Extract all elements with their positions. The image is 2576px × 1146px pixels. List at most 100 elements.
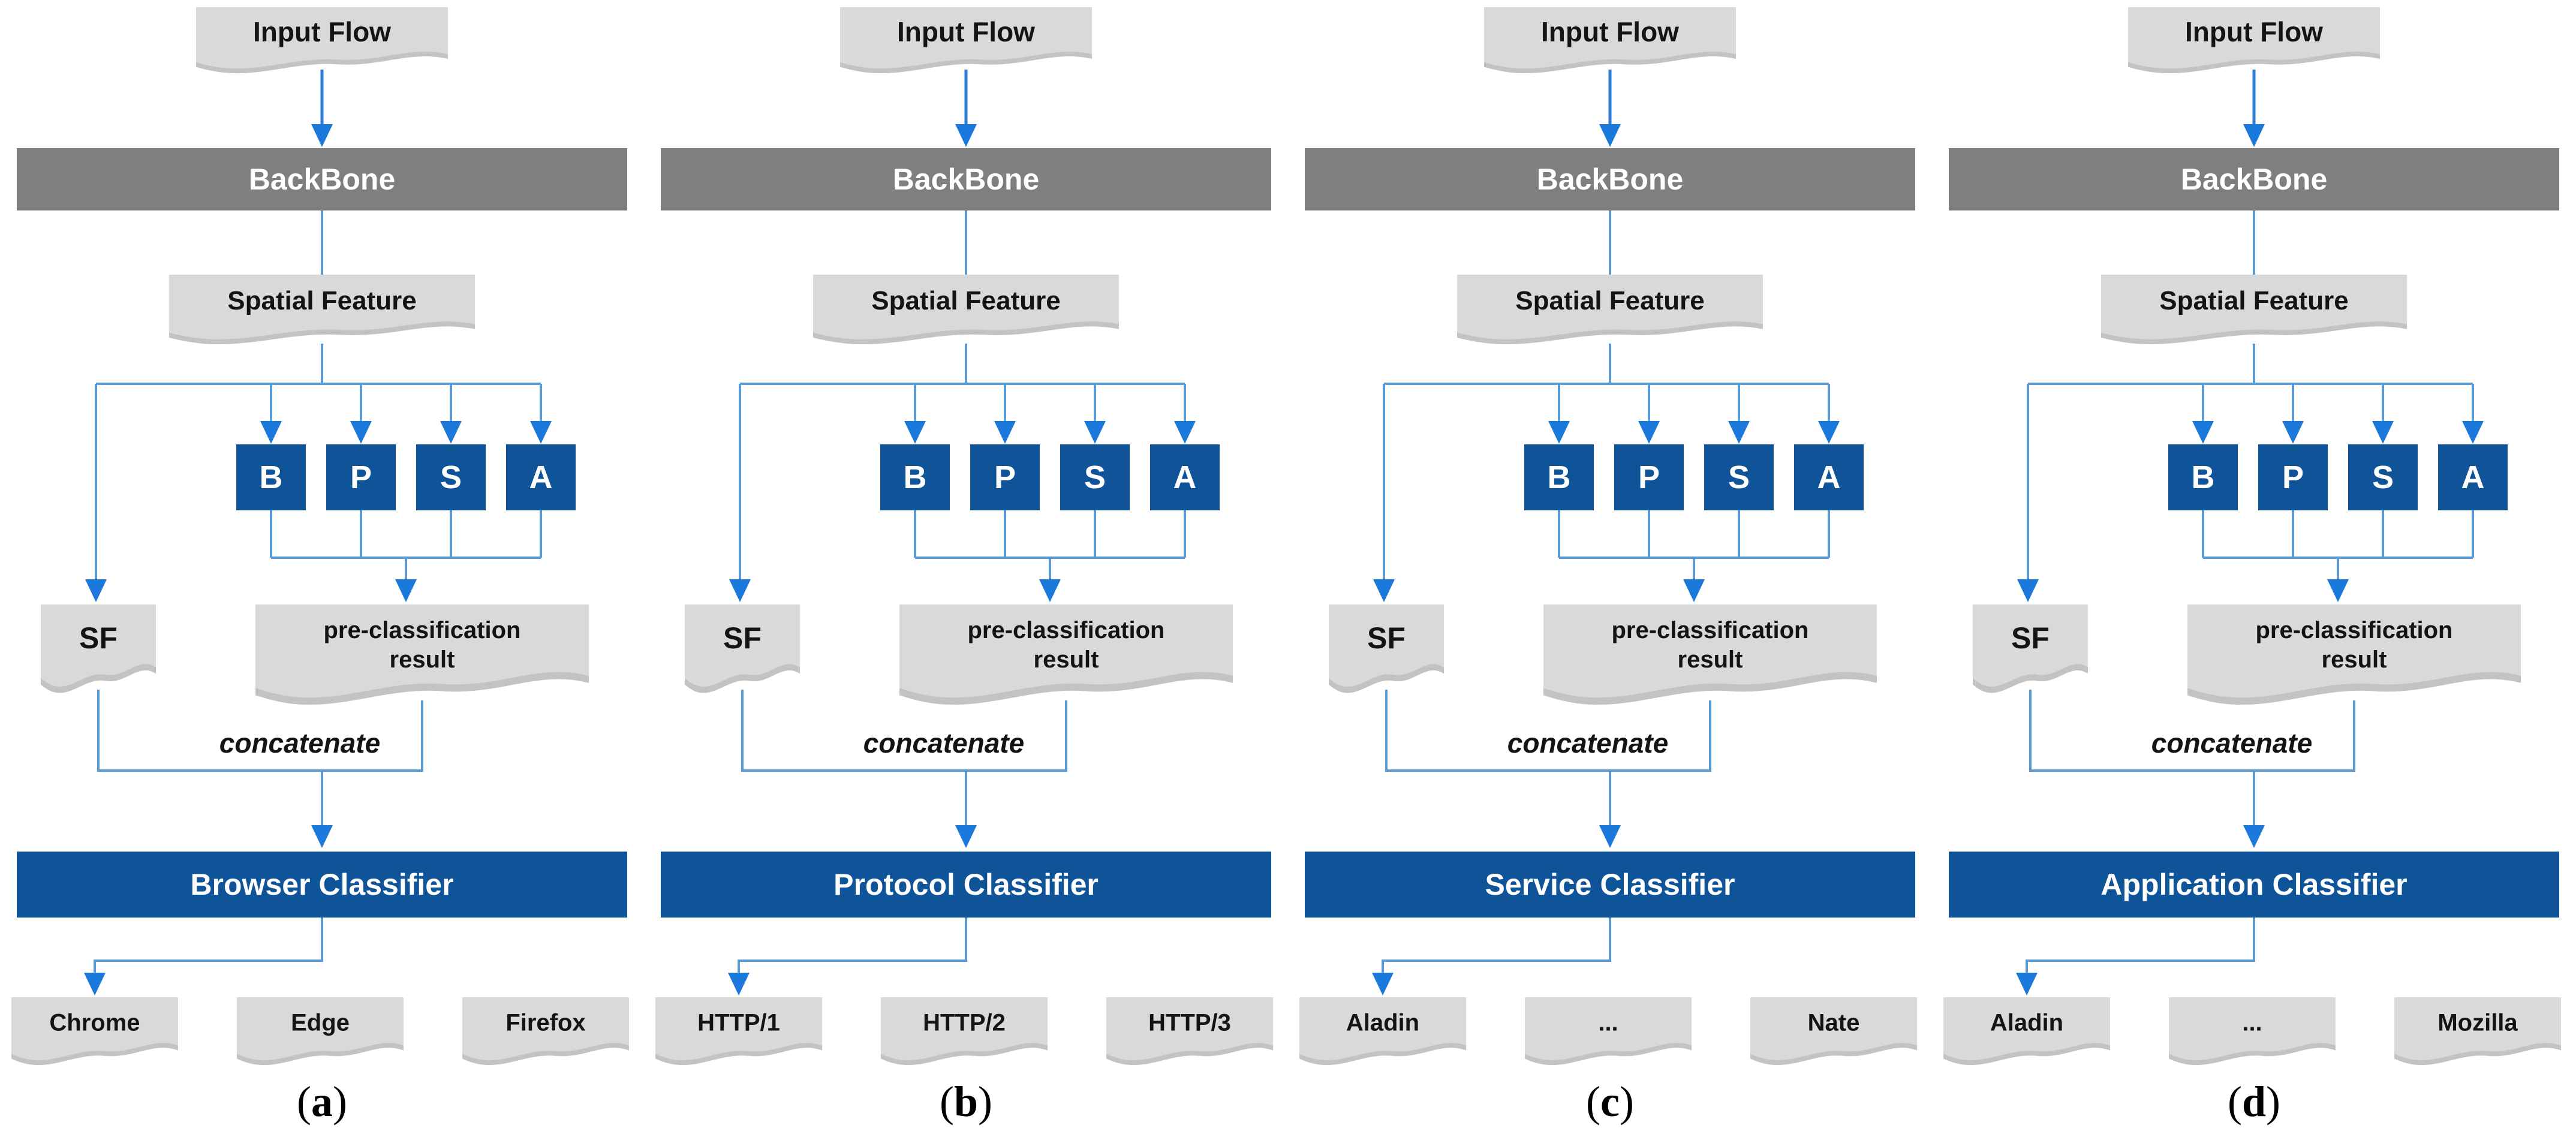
- backbone-bar: BackBone: [1305, 148, 1915, 210]
- sf-flag: SF: [1973, 604, 2088, 694]
- arrowhead-to-output: [2016, 973, 2038, 995]
- label-paren-open: (: [1586, 1078, 1601, 1126]
- output-flag-3: Firefox: [462, 997, 629, 1066]
- spatial-feature-flag: Spatial Feature: [1457, 275, 1763, 345]
- output-flag-3: HTTP/3: [1106, 997, 1273, 1066]
- arrowhead-branch-p: [1638, 421, 1660, 444]
- pre-classification-line2: result: [389, 646, 455, 673]
- arrowhead-branch-b: [904, 421, 926, 444]
- branch-box-b: B: [1524, 444, 1594, 510]
- arrowhead-to-output: [1372, 973, 1394, 995]
- output-label-2: Edge: [291, 1009, 350, 1036]
- spatial-feature-flag: Spatial Feature: [169, 275, 475, 345]
- sf-flag: SF: [1329, 604, 1444, 694]
- arrowhead-branch-b: [2192, 421, 2214, 444]
- branch-box-a: A: [2438, 444, 2508, 510]
- classifier-output-line: [2026, 918, 2255, 974]
- input-flow-label: Input Flow: [1541, 16, 1679, 48]
- arrowhead-to-classifier: [311, 825, 333, 848]
- column-a: Input Flow BackBone Spatial Feature B P …: [0, 0, 644, 1146]
- arrowhead-branch-a: [530, 421, 552, 444]
- output-label-1: Chrome: [49, 1009, 140, 1036]
- label-paren-open: (: [297, 1078, 311, 1126]
- concat-merge-lines: [1385, 690, 1711, 772]
- backbone-bar: BackBone: [661, 148, 1271, 210]
- arrowhead-to-classifier: [1599, 825, 1621, 848]
- pre-classification-line1: pre-classification: [323, 617, 521, 644]
- column-c: Input Flow BackBone Spatial Feature B P …: [1288, 0, 1932, 1146]
- concat-merge-lines: [97, 690, 423, 772]
- arrowhead-branch-s: [2372, 421, 2394, 444]
- subfigure-label-c: (c): [1288, 1077, 1932, 1127]
- concatenate-label: concatenate: [863, 727, 1025, 759]
- arrowhead-branch-a: [1174, 421, 1196, 444]
- arrowhead-input-to-backbone: [955, 124, 977, 147]
- arrowhead-branch-s: [1084, 421, 1106, 444]
- sf-label: SF: [1367, 621, 1406, 655]
- input-flow-flag: Input Flow: [2128, 7, 2380, 74]
- input-flow-label: Input Flow: [2185, 16, 2323, 48]
- output-label-2: ...: [2242, 1009, 2262, 1036]
- box-output-stubs: [1558, 510, 1830, 558]
- arrowhead-to-sf: [729, 579, 751, 602]
- arrowhead-input-to-backbone: [311, 124, 333, 147]
- label-paren-close: ): [1619, 1078, 1634, 1126]
- output-label-2: HTTP/2: [923, 1009, 1006, 1036]
- branch-drop-lines: [914, 384, 1186, 422]
- branch-box-b: B: [236, 444, 306, 510]
- input-flow-flag: Input Flow: [1484, 7, 1736, 74]
- arrowhead-branch-a: [2462, 421, 2484, 444]
- branch-box-s: S: [1704, 444, 1774, 510]
- arrowhead-to-output: [84, 973, 106, 995]
- classifier-bar: Application Classifier: [1949, 852, 2559, 918]
- arrowhead-to-preclass: [2327, 579, 2349, 602]
- arrowhead-branch-b: [1548, 421, 1570, 444]
- output-flag-2: ...: [2169, 997, 2336, 1066]
- pre-classification-line1: pre-classification: [1611, 617, 1809, 644]
- output-label-3: Firefox: [505, 1009, 586, 1036]
- connector-arrows: [728, 70, 1196, 995]
- branch-box-s: S: [1060, 444, 1130, 510]
- connector-arrows: [1372, 70, 1840, 995]
- subfigure-label-a: (a): [0, 1077, 644, 1127]
- output-flag-1: Chrome: [11, 997, 178, 1066]
- arrowhead-to-sf: [2017, 579, 2039, 602]
- pre-classification-line2: result: [1677, 646, 1743, 673]
- subfigure-label-d: (d): [1932, 1077, 2576, 1127]
- spatial-feature-label: Spatial Feature: [2159, 285, 2349, 315]
- label-letter: c: [1600, 1078, 1620, 1126]
- output-label-2: ...: [1598, 1009, 1618, 1036]
- input-flow-label: Input Flow: [253, 16, 391, 48]
- output-label-1: Aladin: [1346, 1009, 1420, 1036]
- branch-box-p: P: [1614, 444, 1684, 510]
- classifier-bar: Protocol Classifier: [661, 852, 1271, 918]
- pre-classification-line1: pre-classification: [2255, 617, 2453, 644]
- output-label-3: Nate: [1807, 1009, 1860, 1036]
- pre-classification-line2: result: [2321, 646, 2387, 673]
- branch-box-s: S: [2348, 444, 2418, 510]
- output-flag-2: Edge: [237, 997, 404, 1066]
- branch-drop-lines: [1558, 384, 1830, 422]
- concatenate-label: concatenate: [1507, 727, 1669, 759]
- arrowhead-input-to-backbone: [1599, 124, 1621, 147]
- arrowheads: [2016, 124, 2484, 995]
- connector-arrows: [84, 70, 552, 995]
- arrowhead-branch-s: [440, 421, 462, 444]
- branch-box-b: B: [880, 444, 950, 510]
- input-flow-label: Input Flow: [897, 16, 1035, 48]
- classifier-bar: Service Classifier: [1305, 852, 1915, 918]
- label-paren-close: ): [333, 1078, 347, 1126]
- branch-drop-lines: [2202, 384, 2474, 422]
- arrowhead-to-output: [728, 973, 750, 995]
- input-flow-flag: Input Flow: [840, 7, 1092, 74]
- arrowhead-branch-s: [1728, 421, 1750, 444]
- arrowhead-to-preclass: [395, 579, 417, 602]
- branch-box-p: P: [2258, 444, 2328, 510]
- box-output-stubs: [2202, 510, 2474, 558]
- arrowhead-branch-p: [994, 421, 1016, 444]
